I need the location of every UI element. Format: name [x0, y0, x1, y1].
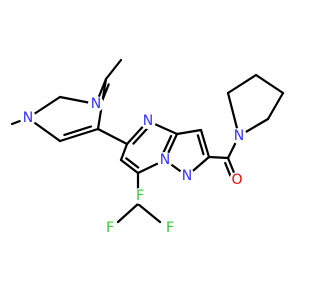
atom-bg-pz1_N	[88, 96, 104, 112]
bond-c4-cA	[96, 127, 129, 146]
atom-bg-pym_N4	[140, 113, 156, 129]
atom-bg-pz2_N1	[157, 152, 173, 168]
bond-cf3-f-left	[116, 202, 140, 224]
atom-bg-F_left	[102, 220, 118, 236]
bond-c3pz-c2	[199, 128, 211, 159]
bond-layer	[10, 58, 285, 224]
bond-c3a-c3pz	[175, 128, 203, 136]
atom-label-pz2_N1: N	[160, 152, 170, 168]
atom-label-amide_N: N	[234, 128, 244, 144]
atom-bg-carbonyl_O	[229, 172, 245, 188]
atom-bg-F_top	[132, 188, 148, 204]
bond-c6-cA	[119, 142, 129, 162]
bond-p3-p4	[226, 73, 258, 95]
bond-c3-me3	[104, 58, 123, 81]
double-bond-c4-c5	[63, 125, 93, 137]
bond-c2-ccarb	[207, 155, 230, 160]
double-bond-c7-c6	[125, 157, 140, 169]
atom-label-pym_N4: N	[143, 113, 153, 129]
atom-bg-amide_N	[231, 128, 247, 144]
atom-label-F_left: F	[106, 220, 114, 236]
atom-label-F_right: F	[166, 220, 174, 236]
bond-cf3-f-right	[136, 202, 162, 224]
double-bond-c3pz-c2	[196, 134, 205, 156]
atom-bg-F_right	[162, 220, 178, 236]
atom-label-pz1_N: N	[91, 96, 101, 112]
bond-p2-p3	[254, 73, 285, 95]
atom-label-pz1_N_methyl: N	[23, 110, 33, 126]
double-bond-c3a-Nf	[161, 134, 173, 156]
atom-bg-pz2_N2	[179, 168, 195, 184]
bond-p1-p2	[266, 91, 285, 121]
atom-bg-pz1_N_methyl	[20, 110, 36, 126]
atom-label-F_top: F	[136, 188, 144, 204]
atom-label-pz2_N2: N	[182, 168, 192, 184]
bond-c4-c5	[58, 127, 100, 143]
atom-label-carbonyl_O: O	[231, 172, 242, 188]
double-bond-cA-Npy	[132, 126, 150, 145]
bond-c7-c6	[119, 158, 140, 175]
